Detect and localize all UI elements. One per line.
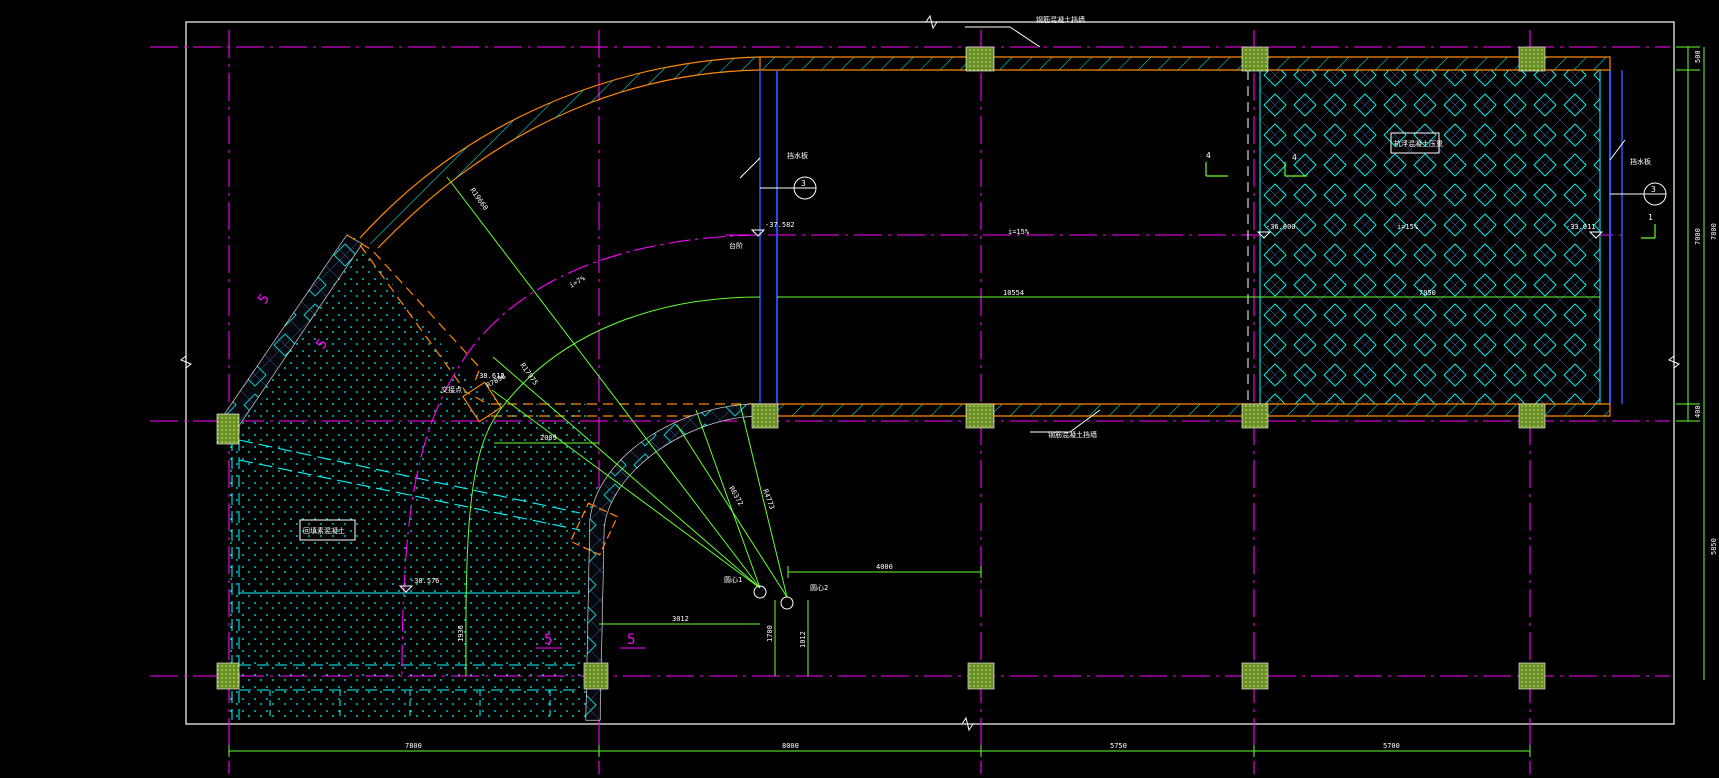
center-2-label: 圆心2	[810, 584, 828, 592]
dim-bottom-4: 5700	[1383, 742, 1400, 750]
radius-lines	[446, 176, 788, 598]
dim-right-5850: 5850	[1710, 538, 1718, 555]
column	[751, 403, 779, 429]
junction-note: 交接点	[441, 385, 462, 394]
columns	[216, 46, 1546, 690]
section-5-c: 5	[544, 632, 552, 648]
dim-1936: 1936	[457, 625, 465, 642]
note-baffle-right: 挡水板	[1630, 157, 1651, 166]
dim-right-7000: 7000	[1694, 228, 1702, 245]
section-4-right: 4	[1292, 153, 1297, 162]
note-step: 台阶	[729, 241, 743, 250]
dimension-lines	[228, 46, 1705, 757]
elev-bottom: -38.576	[410, 577, 440, 585]
dim-mid-length: 10554	[1003, 289, 1024, 297]
column	[1518, 403, 1546, 429]
column	[965, 46, 995, 72]
column	[216, 662, 240, 690]
center-1-label: 圆心1	[724, 576, 742, 584]
dim-1012: 1012	[799, 631, 807, 648]
dim-1700: 1700	[766, 625, 774, 642]
outer-frame	[180, 14, 1680, 732]
radius-outer: R19660	[468, 187, 489, 212]
top-wall-note: 钢筋混凝土挡墙	[1036, 15, 1085, 24]
inner-curved-wall	[569, 403, 761, 721]
section-markers	[299, 26, 1667, 649]
dim-right-500: 500	[1694, 50, 1702, 63]
elev-mid: -36.000	[1266, 223, 1296, 231]
column	[1518, 662, 1546, 690]
right-slope: i=15%	[1397, 223, 1419, 231]
dim-3012: 3012	[672, 615, 689, 623]
dim-bottom-2: 8000	[782, 742, 799, 750]
left-fill-note: 回填素混凝土	[303, 526, 345, 535]
mid-slope: i=15%	[1008, 228, 1030, 236]
section-3-left: 3	[801, 179, 806, 188]
section-5-a: 5	[255, 291, 273, 307]
column	[1241, 662, 1269, 690]
right-hatch-note: 抗浮混凝土压重	[1394, 139, 1443, 148]
radius-mid: R17975	[518, 362, 539, 387]
centerline-arcs	[401, 234, 1600, 677]
right-counterweight-area	[1247, 69, 1623, 405]
column	[967, 662, 995, 690]
left-slope: i=7%	[568, 274, 587, 290]
section-1-right: 1	[1648, 213, 1653, 222]
dim-bottom-1: 7800	[405, 742, 422, 750]
dim-right-length: 7050	[1419, 289, 1436, 297]
bottom-wall-note: 钢筋混凝土挡墙	[1048, 430, 1097, 439]
column	[216, 413, 240, 445]
dim-right-7800: 7800	[1710, 223, 1718, 240]
section-4-left: 4	[1206, 151, 1211, 160]
note-baffle-left: 挡水板	[787, 151, 808, 160]
inner-boundary-lines	[759, 70, 778, 404]
section-3-right: 3	[1651, 185, 1656, 194]
dim-bottom-3: 5750	[1110, 742, 1127, 750]
dim-2009: 2009	[540, 434, 557, 442]
column	[1241, 46, 1269, 72]
section-5-d: 5	[627, 632, 635, 648]
elev-junction: -38.612	[475, 372, 505, 380]
dim-4000: 4000	[876, 563, 893, 571]
column	[583, 662, 609, 690]
dim-right-400: 400	[1694, 405, 1702, 418]
column	[965, 403, 995, 429]
column	[1241, 403, 1269, 429]
elev-left: -37.582	[765, 221, 795, 229]
bottom-wall	[491, 403, 1611, 417]
column	[1518, 46, 1546, 72]
elev-right: -33.011	[1566, 223, 1596, 231]
